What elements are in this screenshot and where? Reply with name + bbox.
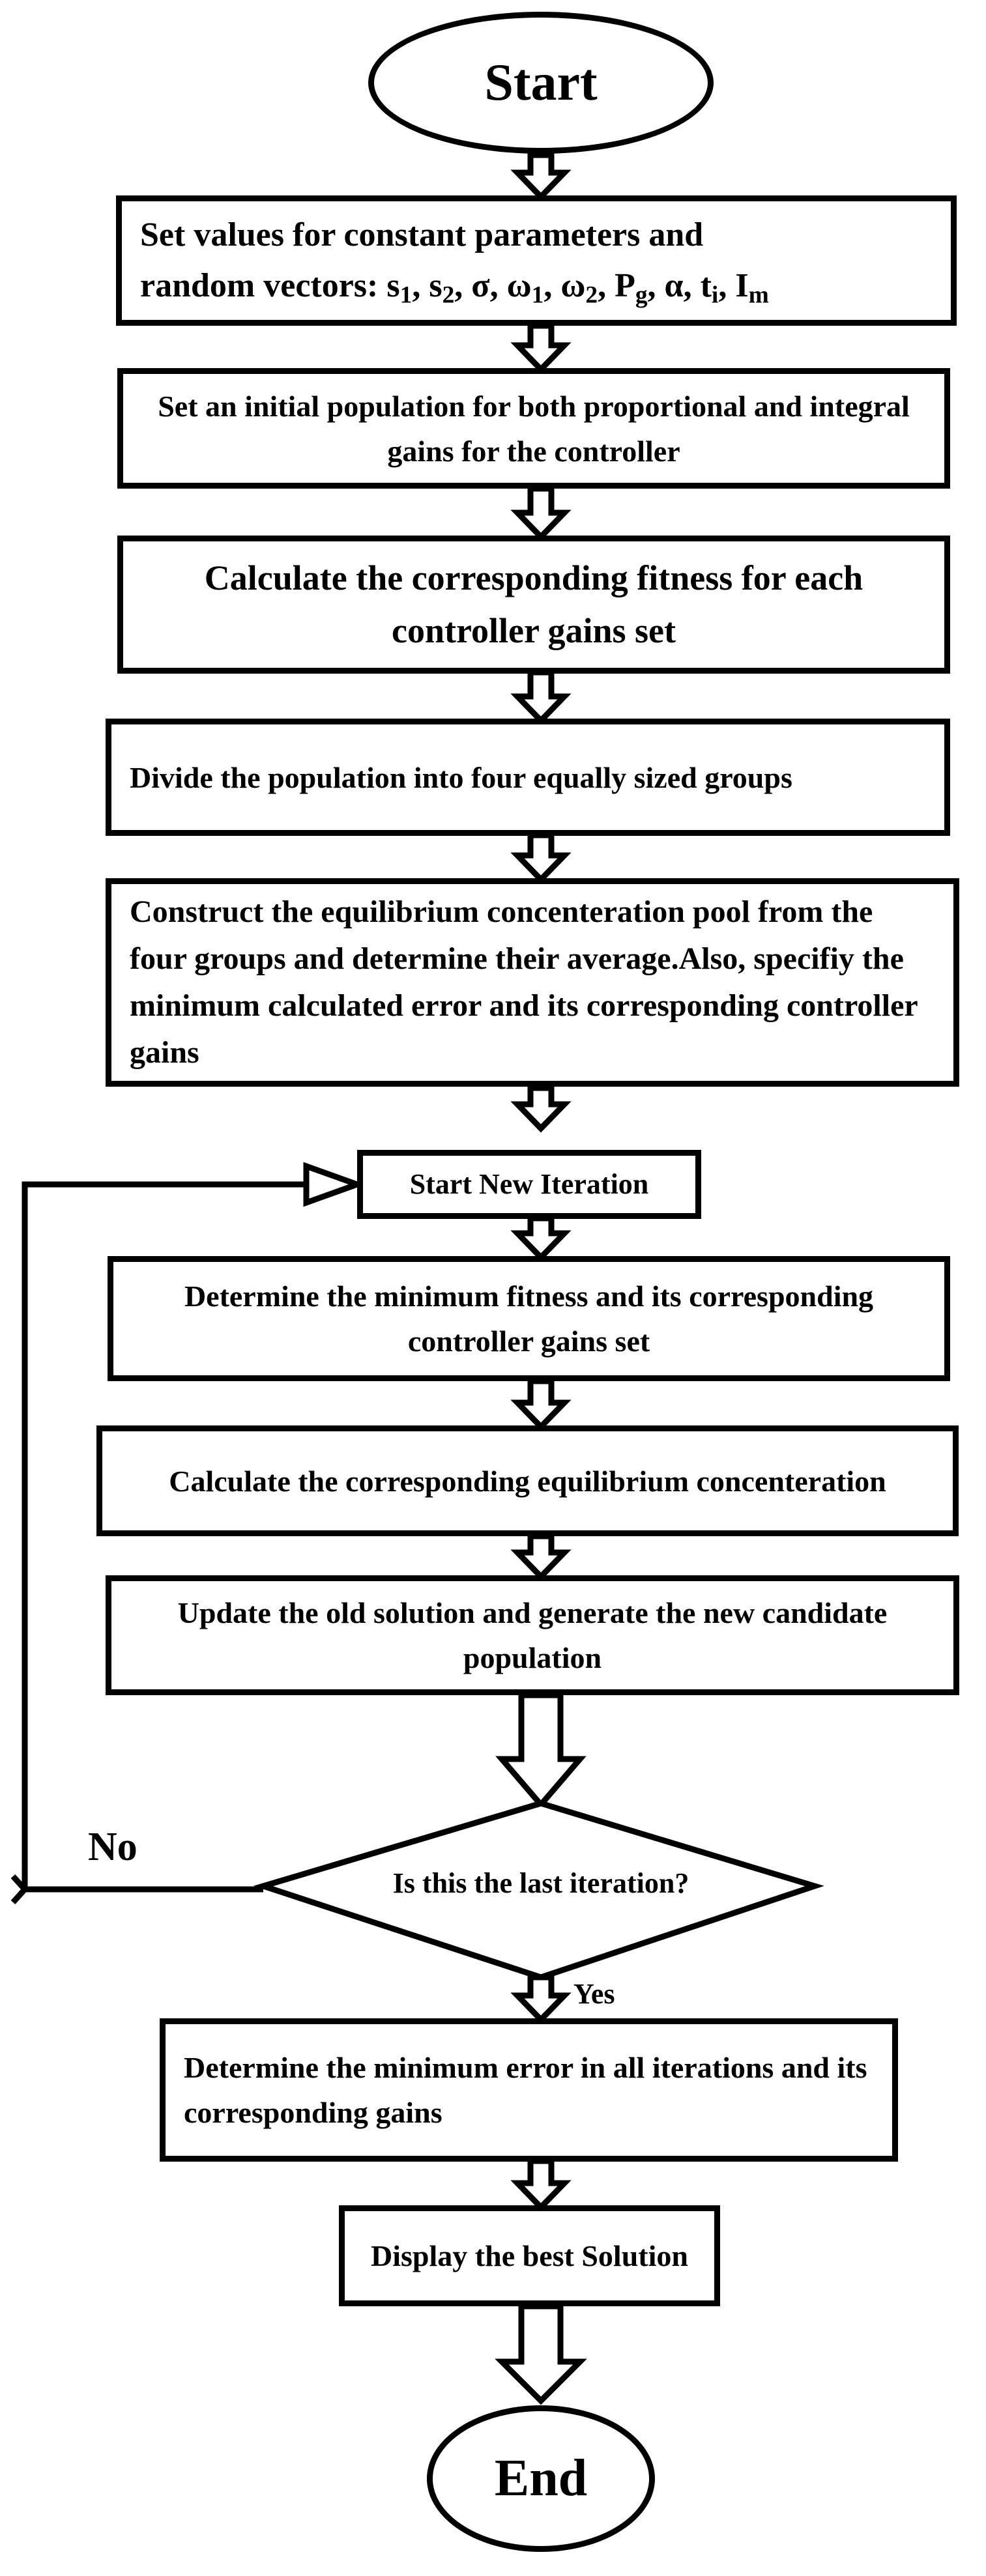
step-minimum-error-text: Determine the minimum error in all itera… (184, 2051, 867, 2129)
arrow-step1-to-step2 (510, 322, 572, 374)
step-set-parameters-line2: random vectors: s1, s2, σ, ω1, ω2, Pg, α… (140, 267, 769, 309)
step-minimum-error: Determine the minimum error in all itera… (160, 2018, 898, 2162)
no-label: No (88, 1825, 138, 1869)
step-calculate-fitness-text: Calculate the corresponding fitness for … (204, 558, 863, 650)
step-divide-population: Divide the population into four equally … (106, 719, 950, 836)
arrow-step10-to-step11 (510, 2158, 572, 2212)
step-initial-population: Set an initial population for both propo… (117, 368, 950, 489)
no-loop-arrowhead (10, 1874, 29, 1905)
arrow-step8-to-step9 (510, 1533, 572, 1581)
step-divide-population-text: Divide the population into four equally … (130, 760, 792, 794)
arrow-step3-to-step4 (510, 669, 572, 725)
end-label: End (494, 2450, 588, 2507)
step-update-solution-text: Update the old solution and generate the… (177, 1596, 888, 1674)
step-set-parameters: Set values for constant parameters and r… (116, 195, 957, 326)
yes-label: Yes (573, 1978, 615, 2010)
arrow-step5-to-step6 (510, 1085, 572, 1133)
decision-diamond (253, 1800, 824, 1981)
arrow-step6-to-step7 (510, 1215, 572, 1262)
step-equilibrium-pool-text: Construct the equilibrium concenteration… (130, 894, 918, 1070)
end-terminal: End (427, 2405, 655, 2552)
step-start-new-iteration: Start New Iteration (357, 1150, 701, 1219)
step-display-best-solution: Display the best Solution (339, 2205, 720, 2306)
step-initial-population-text: Set an initial population for both propo… (158, 389, 910, 468)
step-update-solution: Update the old solution and generate the… (106, 1575, 959, 1695)
no-loop-line (22, 1181, 306, 1893)
step-calculate-fitness: Calculate the corresponding fitness for … (117, 536, 950, 674)
arrow-decision-to-step10 (510, 1974, 572, 2024)
step-minimum-fitness-text: Determine the minimum fitness and its co… (184, 1280, 874, 1358)
step-minimum-fitness: Determine the minimum fitness and its co… (108, 1256, 950, 1381)
start-label: Start (484, 53, 598, 111)
start-terminal: Start (368, 12, 714, 154)
arrow-step2-to-step3 (510, 485, 572, 541)
step-set-parameters-line1: Set values for constant parameters and (140, 216, 704, 253)
arrow-step9-to-decision (495, 1692, 587, 1809)
arrow-step4-to-step5 (510, 832, 572, 884)
step-equilibrium-concentration-text: Calculate the corresponding equilibrium … (169, 1464, 886, 1498)
step-equilibrium-pool: Construct the equilibrium concenteration… (106, 878, 959, 1087)
arrow-step7-to-step8 (510, 1378, 572, 1431)
step-start-new-iteration-text: Start New Iteration (409, 1168, 649, 1200)
loop-arrowhead (303, 1162, 366, 1207)
step-display-best-solution-text: Display the best Solution (371, 2239, 688, 2272)
arrow-start-to-step1 (510, 152, 572, 201)
step-equilibrium-concentration: Calculate the corresponding equilibrium … (96, 1425, 959, 1536)
decision-text: Is this the last iteration? (392, 1867, 689, 1899)
arrow-step11-to-end (495, 2303, 587, 2405)
